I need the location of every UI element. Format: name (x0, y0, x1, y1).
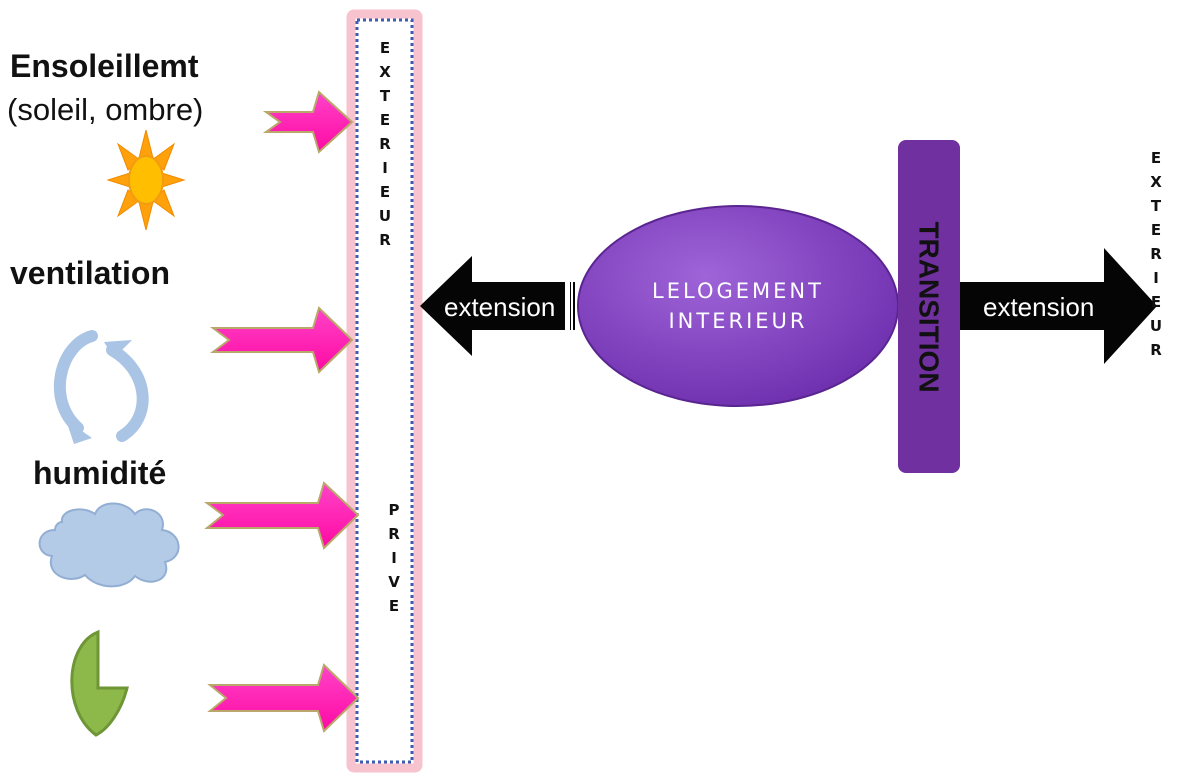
right-exterior-letter: U (1149, 317, 1163, 335)
panel-private-letter: I (391, 549, 397, 567)
panel-exterior-letter: E (379, 39, 391, 57)
humidity-title: humidité (33, 455, 167, 491)
panel-private-letter: R (388, 525, 400, 543)
right-exterior-letter: E (1150, 293, 1162, 311)
left-extension-label: extension (444, 292, 556, 322)
panel-exterior-letter: X (379, 63, 391, 81)
pink-arrow-leaf (207, 663, 360, 733)
left-extension-arrow (420, 256, 575, 356)
right-exterior-letter: R (1150, 245, 1162, 263)
central-ellipse-text: LELOGEMENT INTERIEUR (578, 276, 898, 336)
panel-private-letter: E (388, 597, 400, 615)
pink-arrow-humidity (204, 481, 360, 550)
pink-arrow-sunlight (262, 90, 354, 154)
right-exterior-letter: X (1150, 173, 1162, 191)
transition-label: TRANSITION (914, 220, 946, 393)
ventilation-title: ventilation (10, 255, 171, 291)
panel-private-letter: V (388, 573, 400, 591)
boundary-panel (346, 9, 423, 773)
panel-exterior-label: E X T E R I E U R (376, 36, 394, 252)
transition-label-wrap: TRANSITION (899, 140, 959, 473)
right-exterior-letter: E (1150, 149, 1162, 167)
central-line-1: LELOGEMENT (652, 279, 824, 303)
transition-bar (898, 140, 960, 473)
pink-arrow-ventilation (210, 306, 354, 374)
panel-private-label: P R I V E (385, 498, 403, 618)
panel-private-letter: P (388, 501, 400, 519)
cloud-icon (38, 502, 180, 588)
leaf-icon (70, 629, 129, 737)
right-extension-label: extension (983, 292, 1095, 322)
right-exterior-letter: E (1150, 221, 1162, 239)
panel-exterior-letter: I (382, 159, 388, 177)
central-line-2: INTERIEUR (668, 309, 808, 333)
right-extension-arrow (958, 248, 1157, 364)
panel-exterior-letter: E (379, 111, 391, 129)
cycle-arrows-icon (53, 330, 149, 444)
panel-exterior-letter: U (378, 207, 392, 225)
panel-exterior-letter: R (379, 231, 391, 249)
right-exterior-letter: T (1150, 197, 1162, 215)
right-exterior-letter: R (1150, 341, 1162, 359)
panel-exterior-letter: E (379, 183, 391, 201)
sunlight-title: Ensoleillemt (10, 48, 199, 84)
sun-icon (106, 129, 186, 231)
right-exterior-label: E X T E R I E U R (1147, 146, 1165, 362)
panel-exterior-letter: T (379, 87, 391, 105)
panel-exterior-letter: R (379, 135, 391, 153)
right-exterior-letter: I (1153, 269, 1159, 287)
sunlight-subtitle: (soleil, ombre) (7, 92, 204, 127)
